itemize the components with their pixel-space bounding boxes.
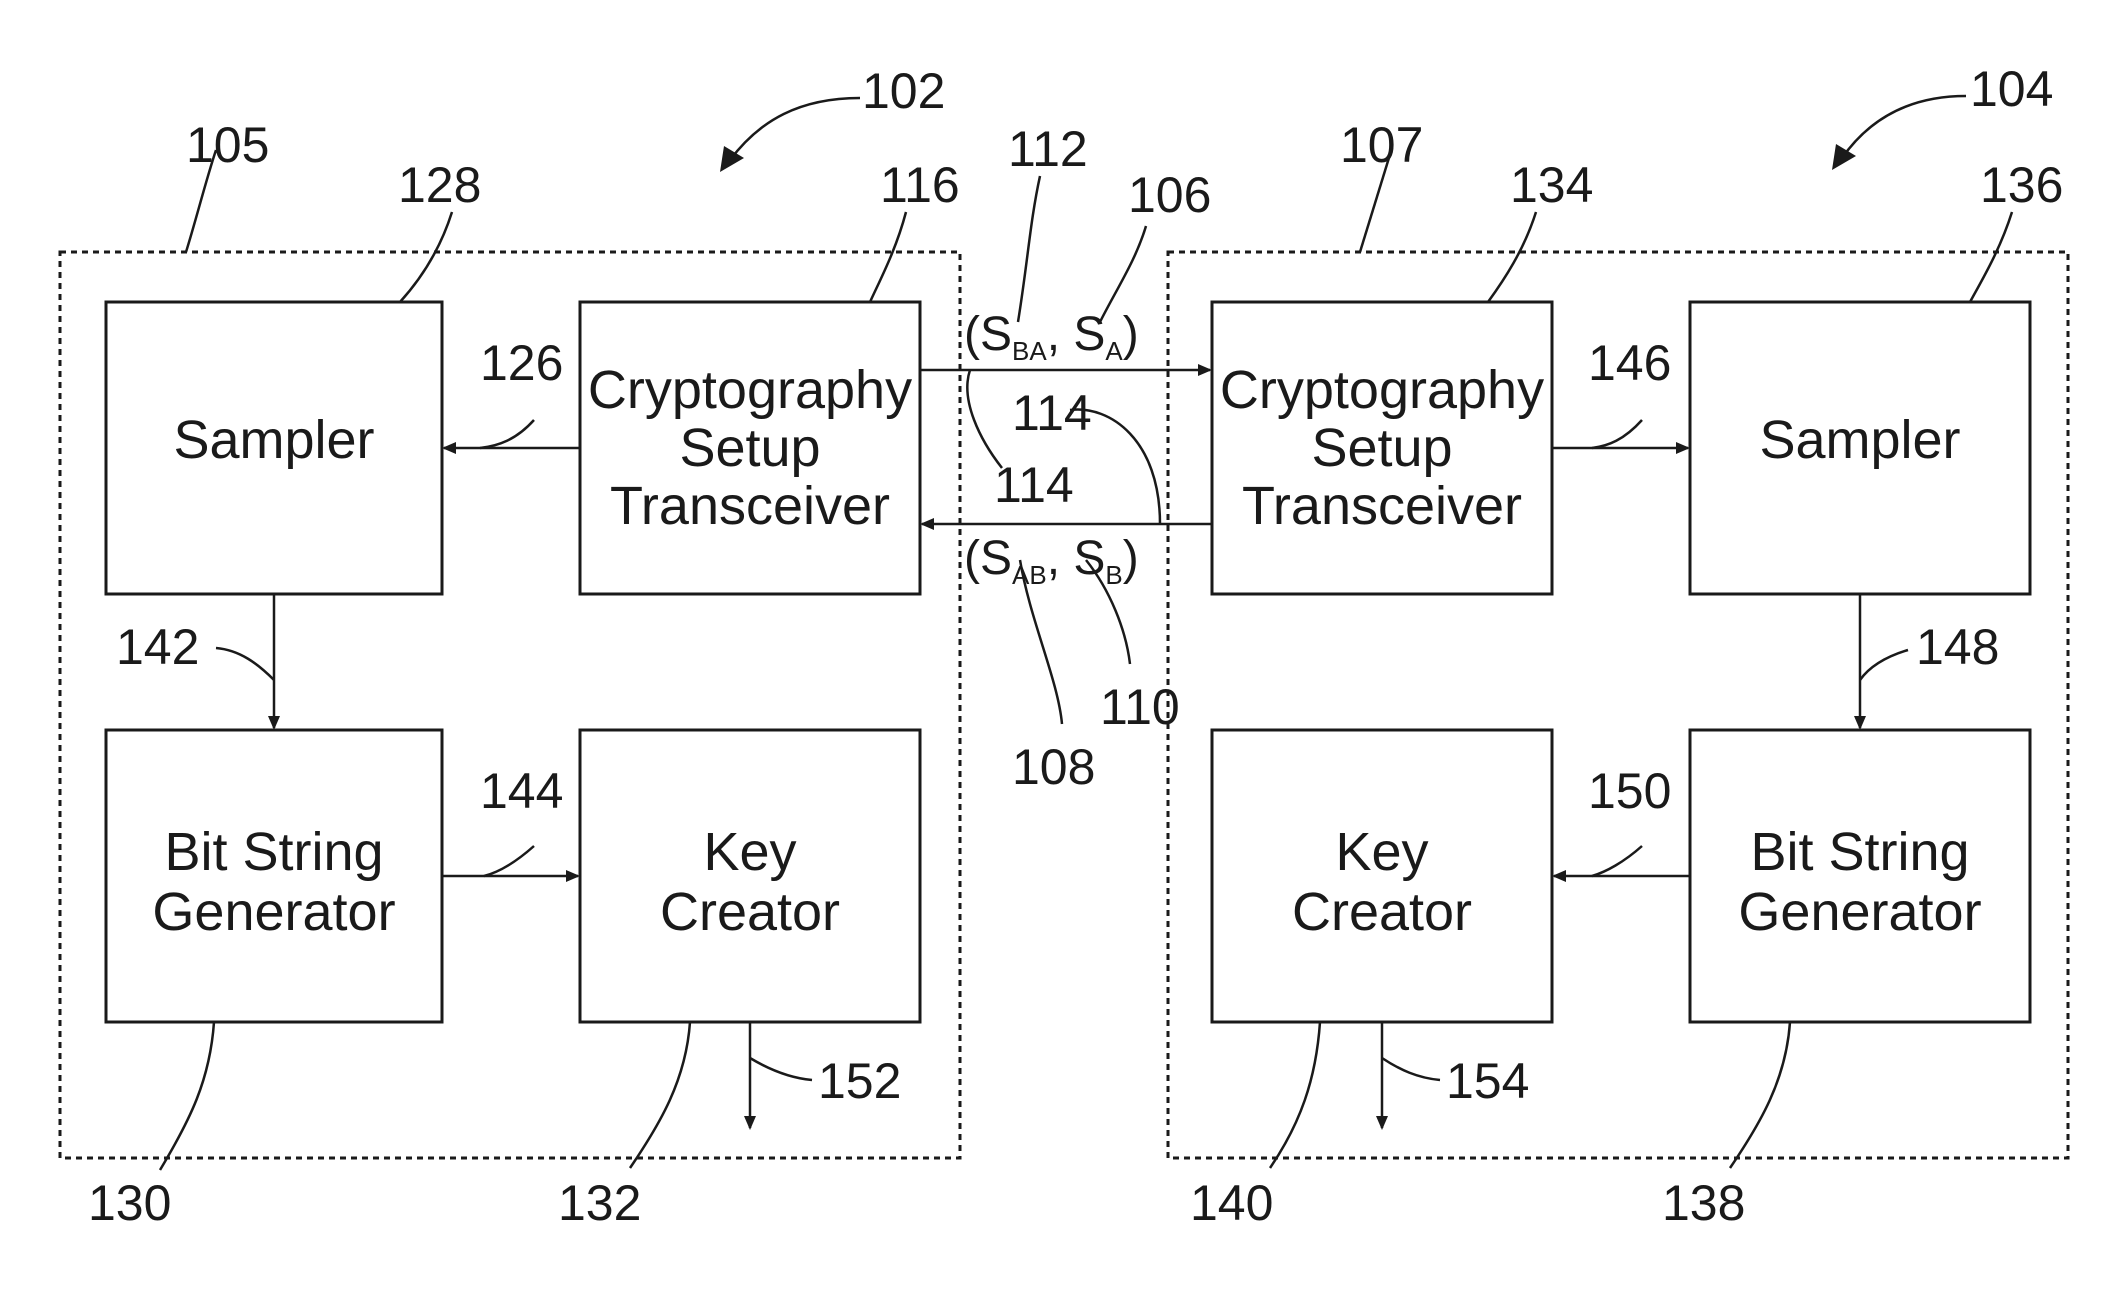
ref-134: 134 <box>1510 157 1593 213</box>
left-bsg-label-1: Bit String <box>164 822 383 882</box>
pointer-102 <box>730 98 860 160</box>
ref-110: 110 <box>1100 679 1180 735</box>
left-bsg-label-2: Generator <box>152 882 395 942</box>
lead-150 <box>1592 846 1642 876</box>
lead-144 <box>484 846 534 876</box>
lead-126 <box>480 420 534 448</box>
ref-148: 148 <box>1916 619 1999 675</box>
left-kc-label-1: Key <box>703 822 796 882</box>
signal-bot-mid: , S <box>1047 532 1106 585</box>
ref-126: 126 <box>480 335 563 391</box>
lead-132 <box>630 1022 690 1168</box>
lead-112 <box>1018 176 1040 322</box>
ref-150: 150 <box>1588 763 1671 819</box>
signal-sba-sa-label: (SBA, SA) <box>964 308 1139 366</box>
signal-bot-open: (S <box>964 532 1012 585</box>
signal-top-open: (S <box>964 308 1012 361</box>
ref-154: 154 <box>1446 1053 1529 1109</box>
right-bsg-label-2: Generator <box>1738 882 1981 942</box>
ref-144: 144 <box>480 763 563 819</box>
pointer-102-head <box>720 146 744 172</box>
signal-bot-sub2: B <box>1105 560 1122 590</box>
right-sampler-label: Sampler <box>1759 410 1960 470</box>
left-cst-label-1: Cryptography <box>588 360 912 420</box>
ref-132: 132 <box>558 1175 641 1231</box>
left-cst-label-2: Setup <box>679 418 820 478</box>
signal-bot-sub1: AB <box>1012 560 1047 590</box>
lead-114-bottom <box>967 370 1002 468</box>
lead-134 <box>1488 212 1536 302</box>
lead-146 <box>1592 420 1642 448</box>
lead-116 <box>870 212 906 302</box>
lead-138 <box>1730 1022 1790 1168</box>
ref-146: 146 <box>1588 335 1671 391</box>
lead-136 <box>1970 212 2012 302</box>
right-bsg-label-1: Bit String <box>1750 822 1969 882</box>
lead-148 <box>1860 650 1908 680</box>
signal-top-sub2: A <box>1105 336 1123 366</box>
right-cst-label-1: Cryptography <box>1220 360 1544 420</box>
right-cst-label-2: Setup <box>1311 418 1452 478</box>
signal-top-sub1: BA <box>1012 336 1047 366</box>
ref-107: 107 <box>1340 117 1423 173</box>
ref-102: 102 <box>862 63 945 119</box>
pointer-104-head <box>1832 144 1856 170</box>
ref-114-bottom: 114 <box>994 457 1074 513</box>
left-sampler-label: Sampler <box>173 410 374 470</box>
ref-108: 108 <box>1012 739 1095 795</box>
ref-130: 130 <box>88 1175 171 1231</box>
left-kc-label-2: Creator <box>660 882 840 942</box>
ref-112: 112 <box>1008 121 1088 177</box>
right-kc-label-1: Key <box>1335 822 1428 882</box>
signal-top-mid: , S <box>1047 308 1106 361</box>
signal-sab-sb-label: (SAB, SB) <box>964 532 1139 590</box>
ref-152: 152 <box>818 1053 901 1109</box>
right-cst-label-3: Transceiver <box>1242 476 1522 536</box>
ref-114-top: 114 <box>1012 385 1092 441</box>
ref-142: 142 <box>116 619 199 675</box>
signal-bot-close: ) <box>1123 532 1139 585</box>
lead-128 <box>400 212 452 302</box>
ref-140: 140 <box>1190 1175 1273 1231</box>
lead-130 <box>160 1022 214 1170</box>
right-kc-label-2: Creator <box>1292 882 1472 942</box>
pointer-104 <box>1842 96 1966 158</box>
ref-128: 128 <box>398 157 481 213</box>
ref-136: 136 <box>1980 157 2063 213</box>
ref-104: 104 <box>1970 61 2053 117</box>
lead-142 <box>216 648 274 680</box>
ref-116: 116 <box>880 157 960 213</box>
lead-152 <box>750 1058 812 1080</box>
lead-154 <box>1382 1058 1440 1080</box>
left-cst-label-3: Transceiver <box>610 476 890 536</box>
lead-140 <box>1270 1022 1320 1168</box>
ref-106: 106 <box>1128 167 1211 223</box>
ref-138: 138 <box>1662 1175 1745 1231</box>
ref-105: 105 <box>186 117 269 173</box>
signal-top-close: ) <box>1123 308 1139 361</box>
